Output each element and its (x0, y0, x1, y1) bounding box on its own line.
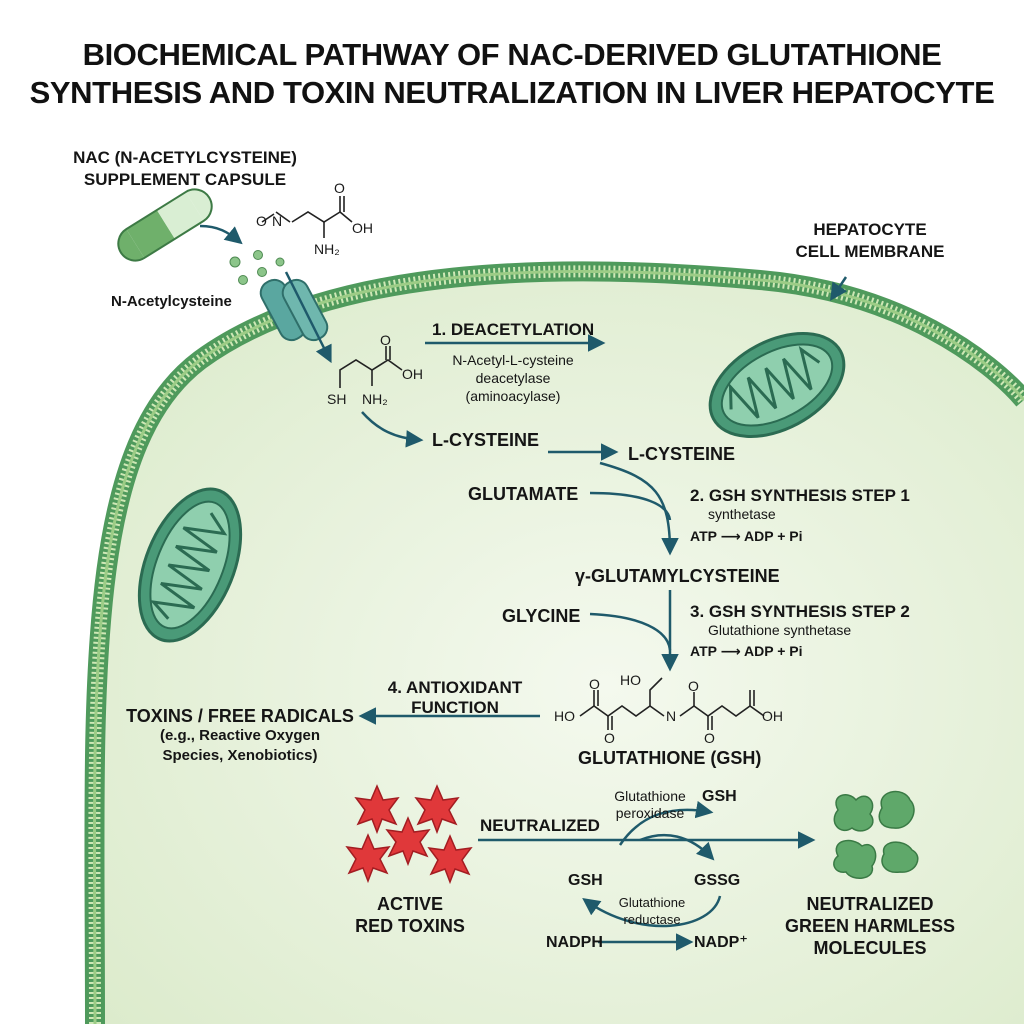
gsh-o-low: O (604, 730, 615, 746)
title-line-2: SYNTHESIS AND TOXIN NEUTRALIZATION IN LI… (29, 75, 995, 110)
gsh-top-label: GSH (702, 788, 737, 805)
title-line-1: BIOCHEMICAL PATHWAY OF NAC-DERIVED GLUTA… (82, 37, 942, 72)
glutathione-gsh-label: GLUTATHIONE (GSH) (578, 748, 762, 768)
gsh-o3: O (688, 678, 699, 694)
step2-energy: ATP ⟶ ADP + Pi (690, 528, 803, 544)
neutralized-label: NEUTRALIZED (480, 816, 600, 835)
gsh-structure (579, 677, 765, 730)
cys-nh2-atom: NH₂ (362, 391, 388, 407)
capsule-label-1: NAC (N-ACETYLCYSTEINE) (73, 148, 297, 167)
membrane-label-1: HEPATOCYTE (813, 220, 927, 239)
gsh-n: N (666, 708, 677, 724)
capsule-icon (117, 188, 213, 262)
step3-title: 3. GSH SYNTHESIS STEP 2 (690, 602, 910, 621)
nac-granules (229, 250, 285, 285)
glycine-label: GLYCINE (502, 606, 581, 626)
reductase-label-1: Glutathione (618, 895, 686, 910)
nac-structure (261, 196, 353, 238)
toxin-star-icon (345, 784, 473, 885)
peroxidase-label-1: Glutathione (614, 788, 686, 804)
nadph-label: NADPH (546, 934, 603, 951)
cysteine-structure (339, 346, 403, 388)
gsh-left-label: GSH (568, 872, 603, 889)
mitochondrion-icon (708, 332, 846, 438)
capsule-label-2: SUPPLEMENT CAPSULE (83, 170, 287, 189)
cytoplasm (94, 271, 1024, 1024)
gamma-glutamylcysteine-label: γ-GLUTAMYLCYSTEINE (575, 566, 780, 586)
step2-title: 2. GSH SYNTHESIS STEP 1 (690, 486, 910, 505)
toxins-label-3: Species, Xenobiotics) (162, 747, 318, 764)
peroxidase-label-2: peroxidase (615, 805, 685, 821)
reductase-label-2: reductase (623, 912, 681, 927)
step1-enzyme-1: N-Acetyl-L-cysteine (452, 352, 574, 368)
harmless-label-2: GREEN HARMLESS (784, 916, 955, 936)
cys-oh-atom: OH (402, 366, 423, 382)
cys-o-atom: O (380, 332, 391, 348)
membrane-label-2: CELL MEMBRANE (795, 242, 945, 261)
glutamate-label: GLUTAMATE (468, 484, 579, 504)
gsh-ho-top: HO (620, 672, 641, 688)
toxins-label-2: (e.g., Reactive Oxygen (159, 727, 321, 744)
nac-o-atom: O (256, 213, 267, 229)
step2-enzyme: synthetase (708, 506, 776, 522)
harmless-molecule-icon (833, 790, 919, 879)
nac-label: N-Acetylcysteine (111, 293, 232, 310)
gsh-oh: OH (762, 708, 783, 724)
gsh-ho-left: HO (554, 708, 575, 724)
step3-enzyme: Glutathione synthetase (708, 622, 852, 638)
gsh-o-low2: O (704, 730, 715, 746)
l-cysteine-label-2: L-CYSTEINE (628, 444, 736, 464)
nac-nh2-atom: NH₂ (314, 241, 340, 257)
step1-enzyme-2: deacetylase (475, 370, 551, 386)
cys-sh-atom: SH (327, 391, 347, 407)
nac-oh-atom: OH (352, 220, 373, 236)
toxins-label-1: TOXINS / FREE RADICALS (126, 706, 354, 726)
harmless-label-1: NEUTRALIZED (806, 894, 934, 914)
nac-n-atom: N (272, 213, 283, 229)
step1-enzyme-3: (aminoacylase) (465, 388, 561, 404)
nac-o2-atom: O (334, 180, 345, 196)
step4-line-1: 4. ANTIOXIDANT (387, 678, 523, 697)
mitochondrion-icon (137, 487, 243, 643)
step3-energy: ATP ⟶ ADP + Pi (690, 643, 803, 659)
gssg-label: GSSG (694, 872, 741, 889)
harmless-label-3: MOLECULES (813, 938, 927, 958)
active-toxins-label-1: ACTIVE (376, 894, 443, 914)
step1-title: 1. DEACETYLATION (432, 320, 595, 339)
step4-line-2: FUNCTION (411, 698, 499, 717)
active-toxins-label-2: RED TOXINS (355, 916, 465, 936)
gsh-o1: O (589, 676, 600, 692)
l-cysteine-label: L-CYSTEINE (432, 430, 540, 450)
nadp-label: NADP⁺ (694, 934, 748, 951)
